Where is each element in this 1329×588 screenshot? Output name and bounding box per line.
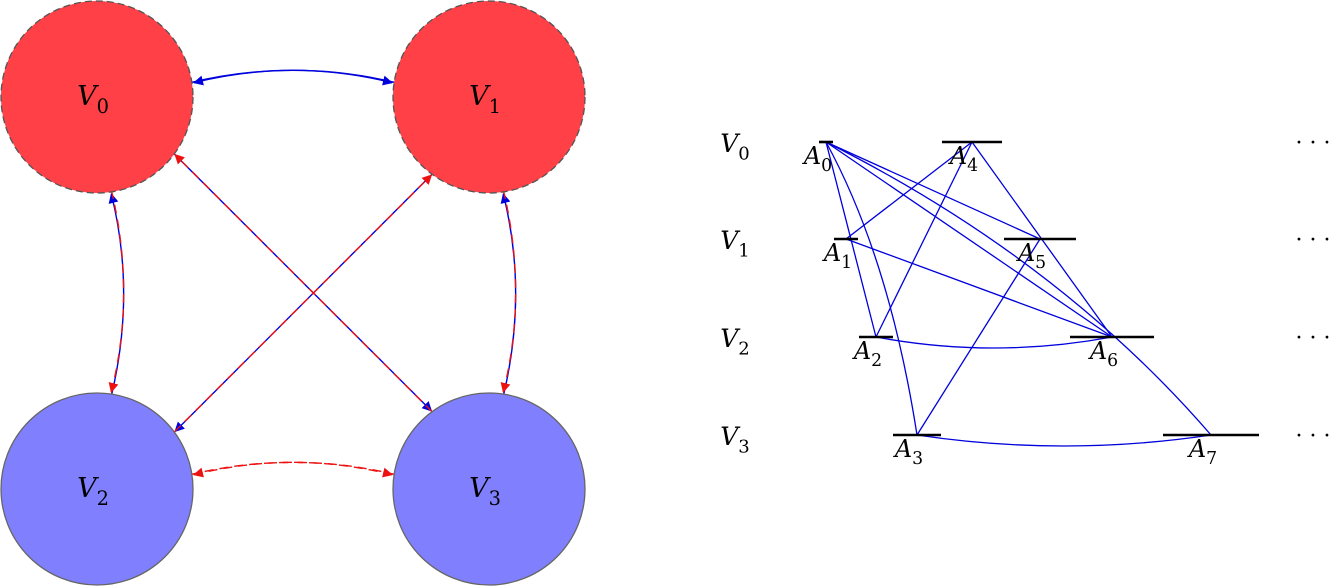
link-A0-A3: [825, 141, 918, 436]
right-graph-links: [825, 141, 1212, 447]
row-label-V2: V2: [720, 324, 750, 360]
node-V0-label-subscript: 0: [97, 95, 109, 118]
node-V0: V0: [0, 0, 194, 194]
node-V2: V2: [0, 392, 194, 586]
row-label-V1: V1: [720, 226, 750, 262]
node-V3-circle: [392, 392, 586, 586]
link-A0-A5: [825, 141, 1041, 240]
point-A1-label-letter: A: [822, 239, 841, 267]
row-label-V2-subscript: 2: [738, 339, 749, 360]
node-V1-label-subscript: 1: [489, 95, 501, 118]
point-A5-label-subscript: 5: [1035, 253, 1046, 273]
point-A4-label-subscript: 4: [967, 156, 978, 176]
node-V2-label-letter: V: [77, 473, 99, 504]
link-A2-A6: [875, 336, 1113, 349]
point-A7-label: A7: [1187, 435, 1217, 469]
row-ellipsis-2: · · ·: [1296, 326, 1329, 351]
point-A4-label-letter: A: [948, 142, 967, 170]
point-A4-label: A4: [948, 142, 978, 176]
point-A1-label: A1: [822, 239, 852, 273]
point-A6-label: A6: [1088, 337, 1118, 371]
node-V1-circle: [392, 0, 586, 194]
edge-V1-to-V0: [193, 69, 397, 86]
point-A0-label-subscript: 0: [821, 156, 832, 176]
point-A2-label: A2: [852, 337, 882, 371]
link-A1-A4: [845, 141, 973, 240]
row-label-V3-letter: V: [720, 422, 741, 451]
node-V2-circle: [0, 392, 194, 586]
point-A7-label-subscript: 7: [1206, 449, 1217, 469]
row-label-V1-subscript: 1: [738, 241, 749, 262]
point-A1-label-subscript: 1: [841, 253, 852, 273]
row-label-V2-letter: V: [720, 324, 741, 353]
link-A0-A7: [825, 141, 1212, 436]
row-ellipsis-0: · · ·: [1296, 131, 1329, 156]
row-label-V1-letter: V: [720, 226, 741, 255]
node-V0-circle: [0, 0, 194, 194]
node-V2-label: V2: [77, 473, 109, 510]
point-A0-label-letter: A: [802, 142, 821, 170]
link-A1-A6: [845, 238, 1113, 338]
link-A3-A5: [916, 238, 1041, 436]
row-ellipsis-3: · · ·: [1296, 424, 1329, 449]
link-A3-A7: [916, 434, 1212, 447]
row-ellipsis-1: · · ·: [1296, 228, 1329, 253]
point-A0-label: A0: [802, 142, 832, 176]
row-label-V0-letter: V: [720, 129, 741, 158]
node-V1: V1: [392, 0, 586, 194]
node-V3-label-letter: V: [469, 473, 491, 504]
point-A3-label: A3: [893, 435, 923, 469]
edge-V2-to-V1: [173, 174, 433, 433]
point-A5-label-letter: A: [1016, 239, 1035, 267]
node-V3-label-subscript: 3: [489, 487, 501, 510]
row-label-V3-subscript: 3: [738, 437, 749, 458]
point-A5-label: A5: [1016, 239, 1046, 273]
edge-V1-to-V3: [500, 189, 517, 393]
link-A2-A4: [875, 141, 973, 338]
point-A6-label-subscript: 6: [1107, 351, 1118, 371]
node-V0-label-letter: V: [77, 81, 99, 112]
node-V2-label-subscript: 2: [97, 487, 109, 510]
point-A2-label-subscript: 2: [871, 351, 882, 371]
node-V1-label: V1: [469, 81, 501, 118]
left-graph-edges: [108, 69, 517, 478]
row-label-V3: V3: [720, 422, 750, 458]
row-label-V0: V0: [720, 129, 750, 165]
point-A3-label-subscript: 3: [912, 449, 923, 469]
node-V3: V3: [392, 392, 586, 586]
point-A7-label-letter: A: [1187, 435, 1206, 463]
row-label-V0-subscript: 0: [738, 144, 749, 165]
link-A0-A6: [825, 141, 1113, 338]
point-A6-label-letter: A: [1088, 337, 1107, 365]
point-A2-label-letter: A: [852, 337, 871, 365]
edge-V3-to-V2: [193, 461, 397, 478]
node-V0-label: V0: [77, 81, 109, 118]
edge-V3-to-V0: [174, 153, 433, 413]
node-V3-label: V3: [469, 473, 501, 510]
right-graph: V0· · ·V1· · ·V2· · ·V3· · ·A0A1A2A3A4A5…: [720, 129, 1329, 469]
point-A3-label-letter: A: [893, 435, 912, 463]
node-V1-label-letter: V: [469, 81, 491, 112]
edge-V0-to-V2: [108, 189, 125, 393]
